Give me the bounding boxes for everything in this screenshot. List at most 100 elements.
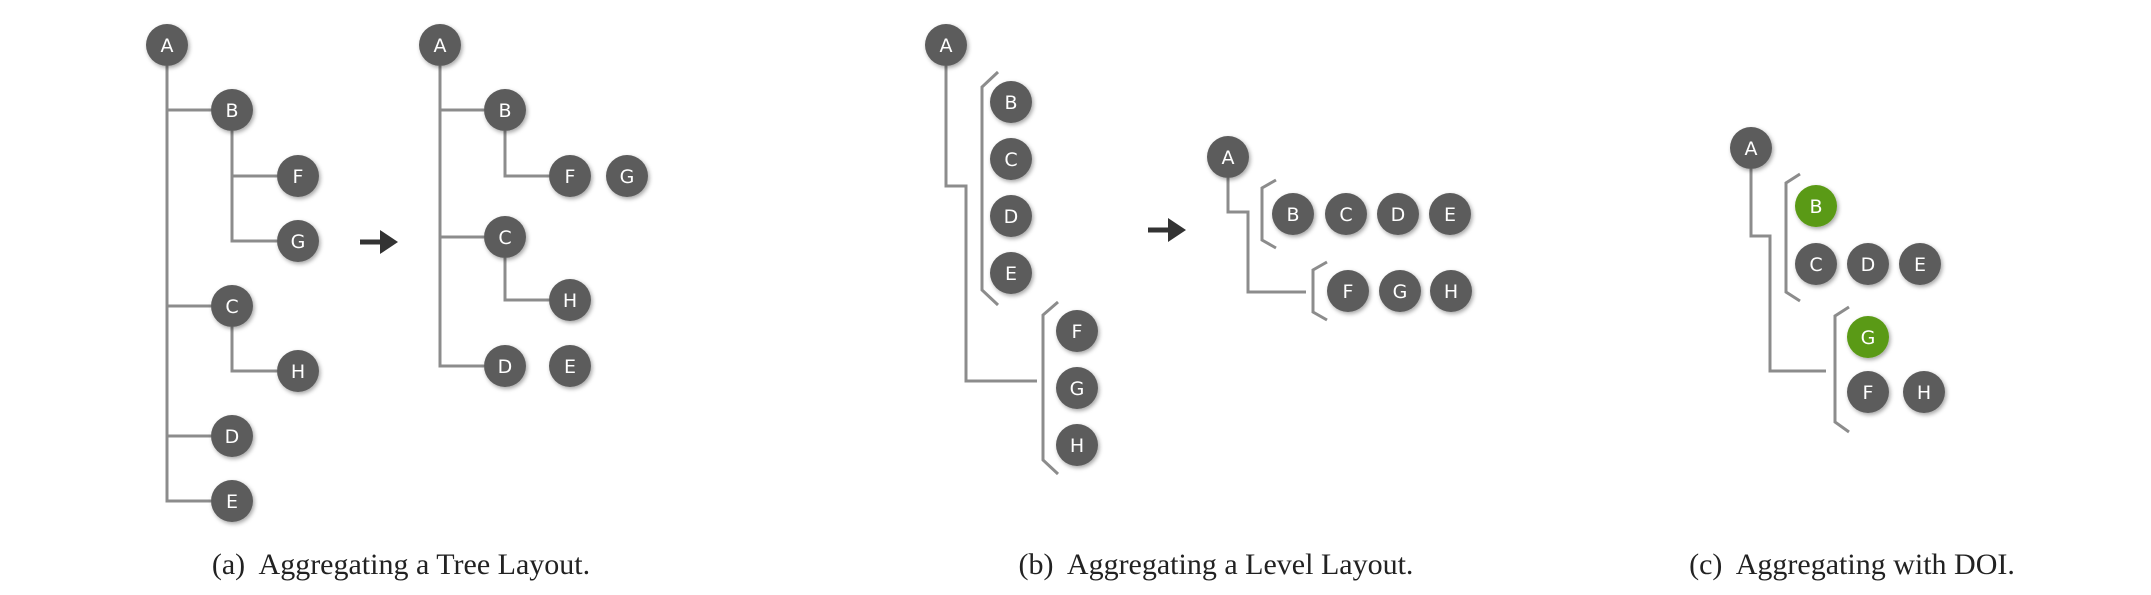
node-b2-e-circle [1429, 193, 1471, 235]
edge-a2-trunk [438, 66, 484, 368]
node-b2-g-label: G [1393, 281, 1408, 303]
node-b2-e: E [1429, 193, 1471, 235]
arrow-b [1148, 218, 1186, 242]
node-a1-b: B [211, 89, 253, 131]
node-c-b: B [1795, 185, 1837, 227]
edge-b1-level [944, 66, 1037, 383]
edge-a1-trunk [165, 66, 211, 503]
bracket-b1-level2 [1041, 300, 1060, 476]
bracket-b1-level1 [980, 70, 1000, 307]
node-a2-a-label: A [434, 35, 447, 57]
node-b1-f: F [1056, 310, 1098, 352]
node-b2-c-circle [1325, 193, 1367, 235]
node-a1-c: C [211, 285, 253, 327]
caption-a-text: Aggregating a Tree Layout. [258, 548, 591, 581]
edges-layer [165, 66, 1850, 503]
node-a2-b-circle [484, 89, 526, 131]
node-a1-a: A [146, 24, 188, 66]
node-a1-c-label: C [225, 296, 238, 318]
node-b2-c-label: C [1339, 204, 1352, 226]
node-a1-f-label: F [293, 166, 304, 188]
node-c-h-circle [1903, 371, 1945, 413]
bracket-b2-level1 [1260, 178, 1277, 250]
node-a1-g: G [277, 220, 319, 262]
node-b1-a-label: A [940, 35, 953, 57]
node-b1-g: G [1056, 367, 1098, 409]
node-c-b-label: B [1809, 196, 1822, 218]
node-a1-a-label: A [161, 35, 174, 57]
node-a1-f-circle [277, 155, 319, 197]
node-a2-f-label: F [565, 166, 576, 188]
node-a2-e: E [549, 345, 591, 387]
node-b1-c: C [990, 138, 1032, 180]
node-c-c-circle [1795, 243, 1837, 285]
node-a1-h: H [277, 350, 319, 392]
node-b2-d: D [1377, 193, 1419, 235]
node-a2-h: H [549, 279, 591, 321]
node-c-f: F [1847, 371, 1889, 413]
node-b2-b-label: B [1286, 204, 1299, 226]
node-c-c-label: C [1809, 254, 1822, 276]
node-c-h-label: H [1917, 382, 1931, 404]
node-b1-g-label: G [1070, 378, 1085, 400]
caption-a: (a) Aggregating a Tree Layout. [212, 548, 590, 582]
node-a1-d: D [211, 415, 253, 457]
node-a2-d-label: D [498, 356, 513, 378]
caption-b-tag: (b) [1018, 548, 1054, 581]
node-c-a: A [1730, 127, 1772, 169]
node-a2-b-label: B [498, 100, 511, 122]
node-b2-b: B [1272, 193, 1314, 235]
node-a1-b-circle [211, 89, 253, 131]
node-b2-g-circle [1379, 270, 1421, 312]
caption-c-tag: (c) [1689, 548, 1723, 581]
edge-a2-CH [503, 258, 549, 302]
node-b2-e-label: E [1444, 204, 1456, 226]
node-a1-g-circle [277, 220, 319, 262]
node-c-g-label: G [1861, 327, 1876, 349]
bracket-b2-level2 [1311, 260, 1328, 322]
node-b1-h: H [1056, 424, 1098, 466]
node-b1-e: E [990, 252, 1032, 294]
node-b1-f-label: F [1072, 321, 1083, 343]
node-b1-e-label: E [1005, 263, 1017, 285]
node-c-a-label: A [1745, 138, 1758, 160]
node-a1-g-label: G [291, 231, 306, 253]
node-b1-d-circle [990, 195, 1032, 237]
node-b1-h-circle [1056, 424, 1098, 466]
node-b1-h-label: H [1070, 435, 1084, 457]
node-b2-h-circle [1430, 270, 1472, 312]
node-a1-a-circle [146, 24, 188, 66]
edge-c-level [1749, 169, 1826, 373]
node-a2-c-circle [484, 216, 526, 258]
node-c-g-circle [1847, 316, 1889, 358]
caption-c: (c) Aggregating with DOI. [1689, 548, 2015, 582]
node-a2-h-circle [549, 279, 591, 321]
node-a1-f: F [277, 155, 319, 197]
node-b1-d: D [990, 195, 1032, 237]
node-a1-e-circle [211, 480, 253, 522]
node-b1-a-circle [925, 24, 967, 66]
node-a2-g: G [606, 155, 648, 197]
bracket-c-level1 [1784, 172, 1801, 303]
node-a1-h-label: H [291, 361, 305, 383]
edge-a1-B-sub [230, 131, 277, 243]
arrows-layer [360, 218, 1186, 254]
node-b2-a: A [1207, 136, 1249, 178]
bracket-c-level2 [1833, 305, 1850, 434]
node-a2-e-label: E [564, 356, 576, 378]
node-b1-a: A [925, 24, 967, 66]
node-a2-g-circle [606, 155, 648, 197]
node-a1-d-label: D [225, 426, 240, 448]
node-b2-a-circle [1207, 136, 1249, 178]
node-b1-b-circle [990, 81, 1032, 123]
node-a1-c-circle [211, 285, 253, 327]
node-c-b-circle [1795, 185, 1837, 227]
node-a2-b: B [484, 89, 526, 131]
node-b1-c-circle [990, 138, 1032, 180]
node-b2-a-label: A [1222, 147, 1235, 169]
node-b2-h-label: H [1444, 281, 1458, 303]
node-c-e-circle [1899, 243, 1941, 285]
node-b1-d-label: D [1004, 206, 1019, 228]
